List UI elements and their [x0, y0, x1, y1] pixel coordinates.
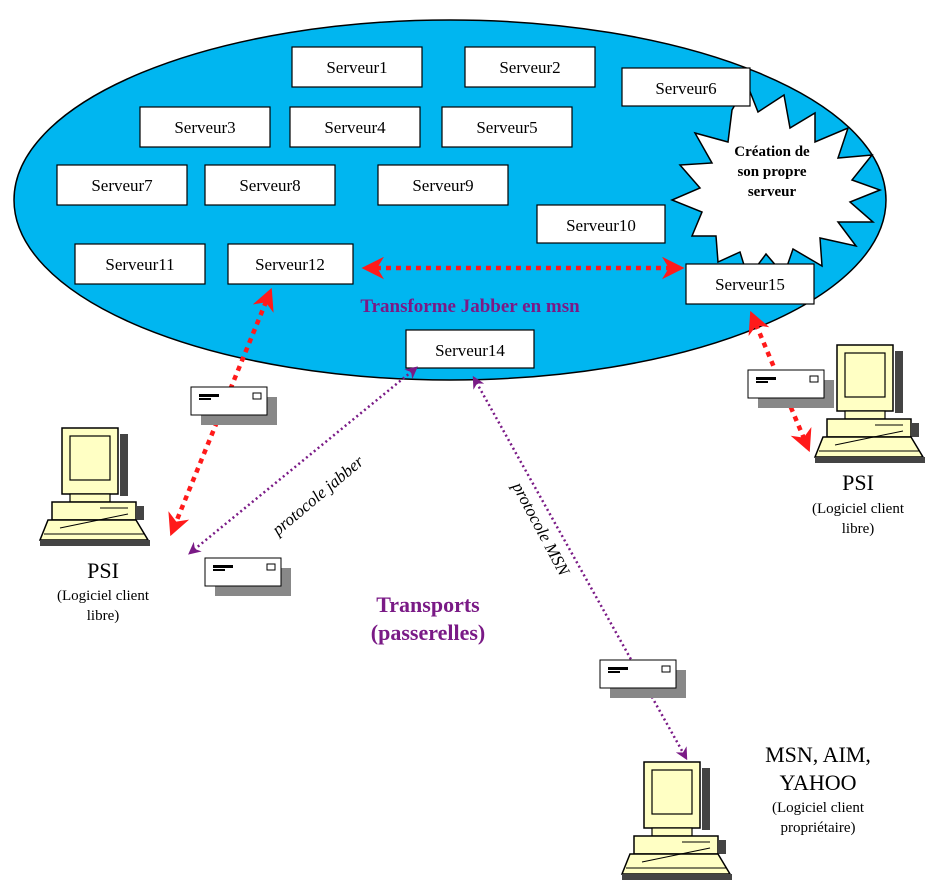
server-box-9: Serveur9 [377, 164, 509, 206]
server-label: Serveur5 [476, 118, 537, 137]
server-box-5: Serveur5 [441, 106, 573, 148]
server-label: Serveur7 [91, 176, 153, 195]
server-box-6: Serveur6 [621, 67, 751, 107]
server-label: Serveur11 [105, 255, 174, 274]
burst-line-3: serveur [748, 184, 797, 200]
envelope-icon [747, 369, 835, 409]
server-label: Serveur9 [412, 176, 473, 195]
transports-sub-label: (passerelles) [371, 620, 485, 645]
server-box-12: Serveur12 [227, 243, 354, 285]
left-client-name: PSI [87, 558, 119, 583]
server-box-2: Serveur2 [464, 46, 596, 88]
server-label: Serveur2 [499, 58, 560, 77]
left-client-desc-1: (Logiciel client [57, 588, 150, 604]
computer-icon-left [39, 427, 151, 547]
red-arrow-left-client [168, 287, 274, 537]
server-label: Serveur10 [566, 216, 636, 235]
bottom-client-desc-1: (Logiciel client [772, 800, 865, 816]
transports-label: Transports [376, 592, 480, 617]
server-box-8: Serveur8 [204, 164, 336, 206]
purple-arrow-jabber [188, 366, 418, 555]
server-box-15: Serveur15 [685, 263, 815, 305]
server-label: Serveur8 [239, 176, 300, 195]
computer-icon-bottom [621, 761, 733, 880]
protocol-msn-label: protocole MSN [508, 478, 574, 580]
server-box-10: Serveur10 [536, 204, 666, 244]
right-client-desc-2: libre) [842, 521, 874, 537]
server-box-7: Serveur7 [56, 164, 188, 206]
server-box-3: Serveur3 [139, 106, 271, 148]
server-box-14: Serveur14 [405, 329, 535, 369]
envelope-icon [204, 557, 292, 597]
purple-arrow-msn [472, 375, 688, 761]
server-box-1: Serveur1 [291, 46, 423, 88]
envelope-icon [599, 659, 687, 699]
burst-line-2: son propre [737, 164, 806, 180]
ellipse-label: Transforme Jabber en msn [360, 296, 580, 317]
burst-line-1: Création de [734, 144, 810, 160]
right-client-desc-1: (Logiciel client [812, 501, 905, 517]
left-client-desc-2: libre) [87, 608, 119, 624]
server-label: Serveur12 [255, 255, 325, 274]
server-label: Serveur4 [324, 118, 386, 137]
server-label: Serveur3 [174, 118, 235, 137]
right-client-name: PSI [842, 470, 874, 495]
protocol-jabber-label: protocole jabber [268, 452, 368, 540]
starburst-shape [670, 82, 883, 280]
envelope-icon [190, 386, 278, 426]
server-label: Serveur1 [326, 58, 387, 77]
server-label: Serveur14 [435, 341, 505, 360]
bottom-client-desc-2: propriétaire) [781, 820, 856, 836]
server-label: Serveur6 [655, 79, 716, 98]
server-box-11: Serveur11 [74, 243, 206, 285]
server-label: Serveur15 [715, 275, 785, 294]
bottom-client-name-1: MSN, AIM, [765, 742, 871, 767]
bottom-client-name-2: YAHOO [780, 770, 857, 795]
server-box-4: Serveur4 [289, 106, 421, 148]
